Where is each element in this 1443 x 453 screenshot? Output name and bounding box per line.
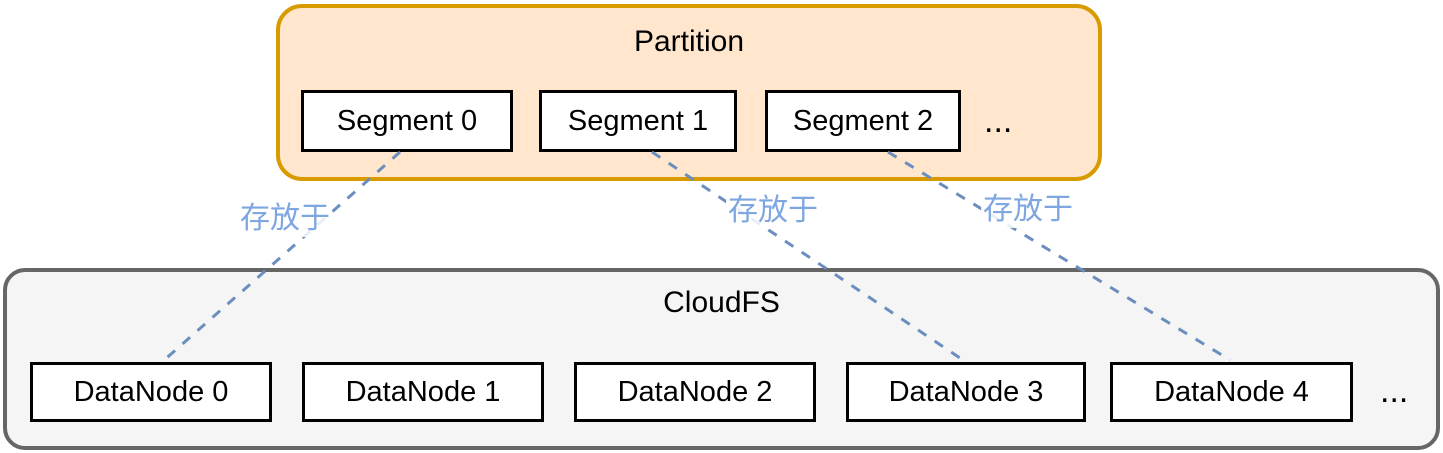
datanode-3-box: DataNode 3 xyxy=(846,362,1086,422)
segment-2-box: Segment 2 xyxy=(765,90,961,152)
segment-1-box: Segment 1 xyxy=(539,90,737,152)
datanode-1-box: DataNode 1 xyxy=(302,362,544,422)
partition-title: Partition xyxy=(633,25,745,58)
datanodes-ellipsis: ... xyxy=(1380,372,1409,410)
segments-ellipsis: ... xyxy=(984,102,1013,140)
cloudfs-title: CloudFS xyxy=(663,286,780,319)
edge-label-stored-in-0: 存放于 xyxy=(238,202,332,237)
edge-label-stored-in-1: 存放于 xyxy=(726,194,820,229)
datanode-2-box: DataNode 2 xyxy=(574,362,816,422)
segment-0-box: Segment 0 xyxy=(301,90,513,152)
datanode-0-box: DataNode 0 xyxy=(30,362,272,422)
datanode-4-box: DataNode 4 xyxy=(1110,362,1353,422)
edge-label-stored-in-2: 存放于 xyxy=(981,193,1075,228)
